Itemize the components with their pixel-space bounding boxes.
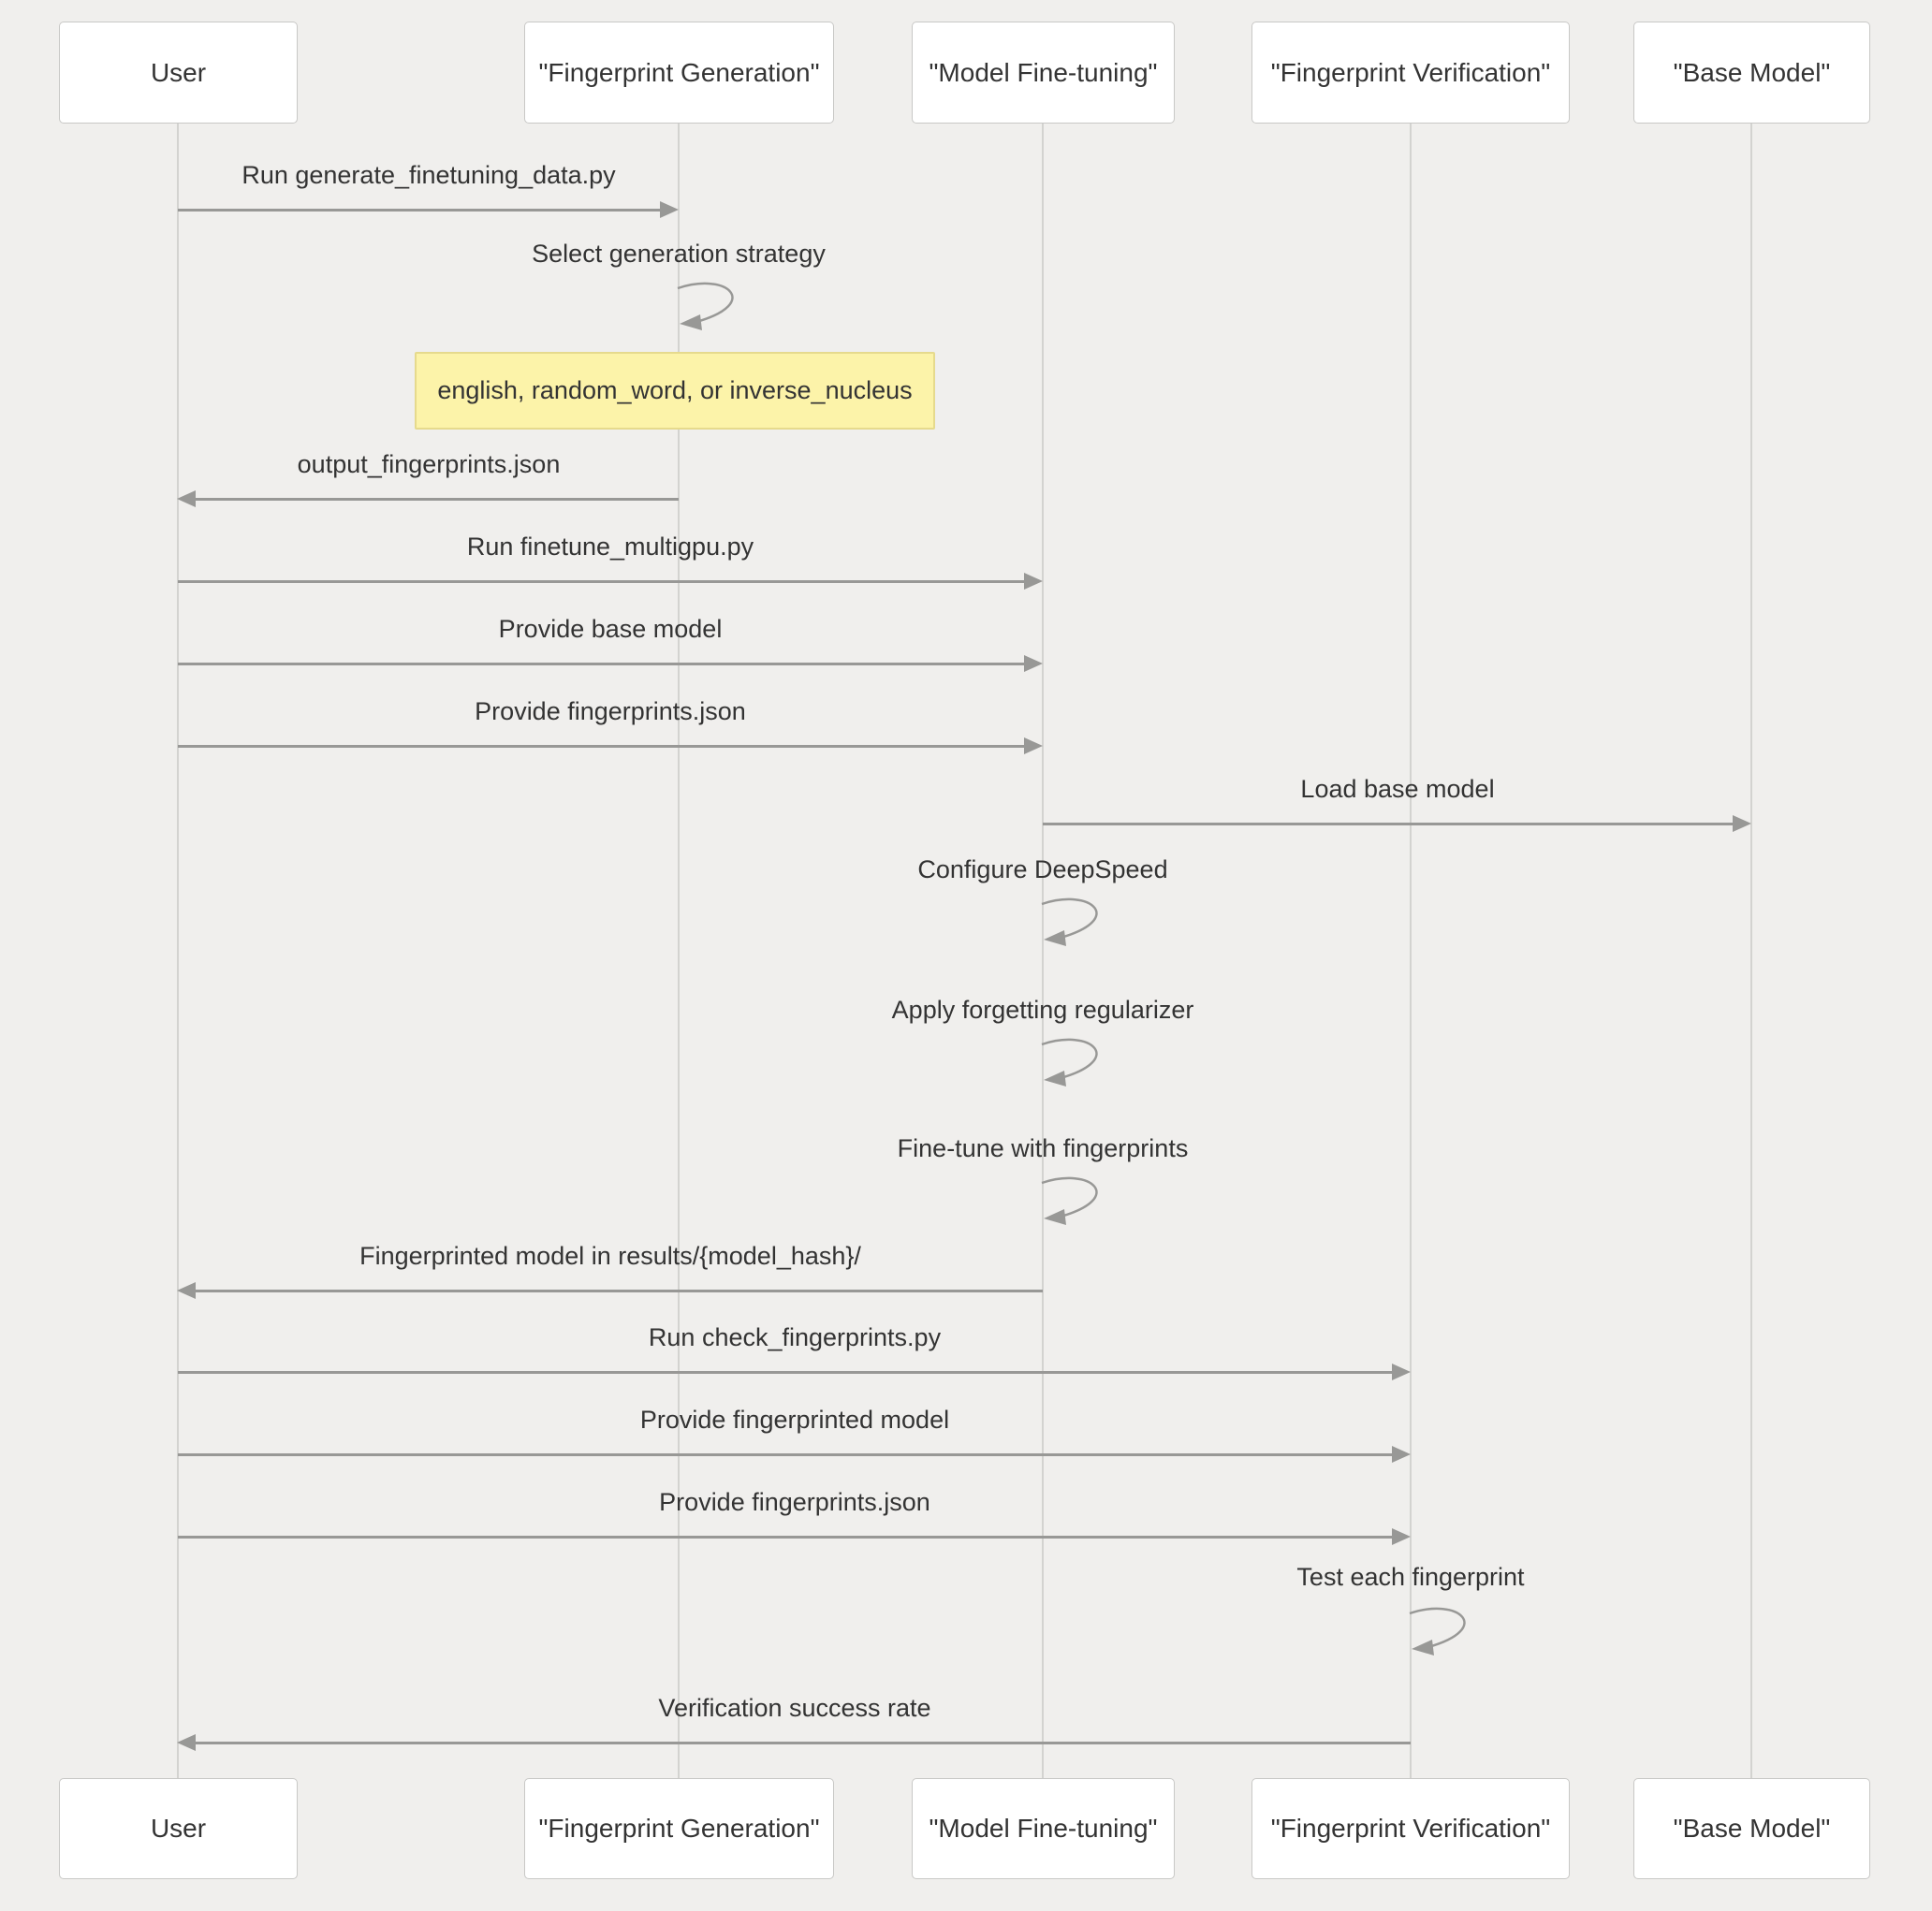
message-label: Run check_fingerprints.py <box>648 1323 942 1351</box>
message-arrow <box>178 1371 1394 1374</box>
actor-label: User <box>150 57 207 87</box>
self-loop-arrow-icon <box>1041 897 1098 946</box>
actor-bottom-user: User <box>59 1778 298 1879</box>
message-arrow <box>194 1290 1043 1292</box>
message-label: Fingerprinted model in results/{model_ha… <box>359 1242 861 1270</box>
message-label: Run generate_finetuning_data.py <box>242 161 616 189</box>
message-label: Provide fingerprints.json <box>659 1488 930 1516</box>
actor-label: "Model Fine-tuning" <box>929 1814 1158 1843</box>
actor-top-user: User <box>59 22 298 124</box>
arrowhead-icon <box>1024 737 1043 754</box>
message-arrow <box>194 1742 1411 1744</box>
note-box: english, random_word, or inverse_nucleus <box>415 352 935 430</box>
message-label: Provide base model <box>498 615 723 643</box>
actor-label: "Fingerprint Generation" <box>538 57 820 87</box>
arrowhead-icon <box>1024 655 1043 672</box>
message-label: Load base model <box>1300 775 1495 803</box>
self-loop-arrow-icon <box>1041 1038 1098 1087</box>
actor-label: "Fingerprint Verification" <box>1270 57 1551 87</box>
self-message-label: Test each fingerprint <box>1296 1563 1525 1591</box>
self-loop-arrow-icon <box>1409 1607 1466 1656</box>
lifeline-model-fine-tuning <box>1042 124 1044 1778</box>
self-message-label: Select generation strategy <box>532 240 826 268</box>
actor-label: "Fingerprint Verification" <box>1270 1814 1551 1843</box>
actor-label: "Model Fine-tuning" <box>929 57 1158 87</box>
message-label: Verification success rate <box>658 1694 931 1722</box>
lifeline-fingerprint-generation <box>678 124 680 1778</box>
self-loop-arrow-icon <box>1041 1176 1098 1225</box>
message-label: output_fingerprints.json <box>297 450 561 478</box>
actor-top-fingerprint-verification: "Fingerprint Verification" <box>1251 22 1570 124</box>
actor-top-fingerprint-generation: "Fingerprint Generation" <box>524 22 834 124</box>
actor-bottom-fingerprint-generation: "Fingerprint Generation" <box>524 1778 834 1879</box>
actor-label: "Base Model" <box>1673 1814 1831 1843</box>
message-arrow <box>178 1453 1394 1456</box>
actor-label: "Fingerprint Generation" <box>538 1814 820 1843</box>
self-message-label: Fine-tune with fingerprints <box>897 1134 1189 1162</box>
message-arrow <box>178 209 662 212</box>
arrowhead-icon <box>1392 1446 1411 1463</box>
message-arrow <box>178 580 1026 583</box>
message-label: Provide fingerprinted model <box>639 1406 950 1434</box>
message-arrow <box>194 498 679 501</box>
arrowhead-icon <box>177 1282 196 1299</box>
actor-top-model-fine-tuning: "Model Fine-tuning" <box>912 22 1175 124</box>
arrowhead-icon <box>660 201 679 218</box>
lifeline-user <box>177 124 179 1778</box>
note-text: english, random_word, or inverse_nucleus <box>437 376 913 404</box>
arrowhead-icon <box>177 490 196 507</box>
self-message-label: Configure DeepSpeed <box>917 855 1168 883</box>
self-message-label: Apply forgetting regularizer <box>891 996 1194 1024</box>
message-arrow <box>178 663 1026 665</box>
actor-bottom-model-fine-tuning: "Model Fine-tuning" <box>912 1778 1175 1879</box>
arrowhead-icon <box>177 1734 196 1751</box>
message-arrow <box>178 1536 1394 1539</box>
actor-label: "Base Model" <box>1673 57 1831 87</box>
message-label: Run finetune_multigpu.py <box>466 532 754 561</box>
message-arrow <box>178 745 1026 748</box>
arrowhead-icon <box>1392 1364 1411 1380</box>
self-loop-arrow-icon <box>677 282 734 330</box>
actor-top-base-model: "Base Model" <box>1633 22 1870 124</box>
message-label: Provide fingerprints.json <box>475 697 746 725</box>
actor-bottom-base-model: "Base Model" <box>1633 1778 1870 1879</box>
lifeline-base-model <box>1750 124 1752 1778</box>
arrowhead-icon <box>1392 1528 1411 1545</box>
lifeline-fingerprint-verification <box>1410 124 1412 1778</box>
actor-label: User <box>150 1814 207 1843</box>
message-arrow <box>1043 823 1734 825</box>
actor-bottom-fingerprint-verification: "Fingerprint Verification" <box>1251 1778 1570 1879</box>
arrowhead-icon <box>1024 573 1043 590</box>
arrowhead-icon <box>1733 815 1751 832</box>
